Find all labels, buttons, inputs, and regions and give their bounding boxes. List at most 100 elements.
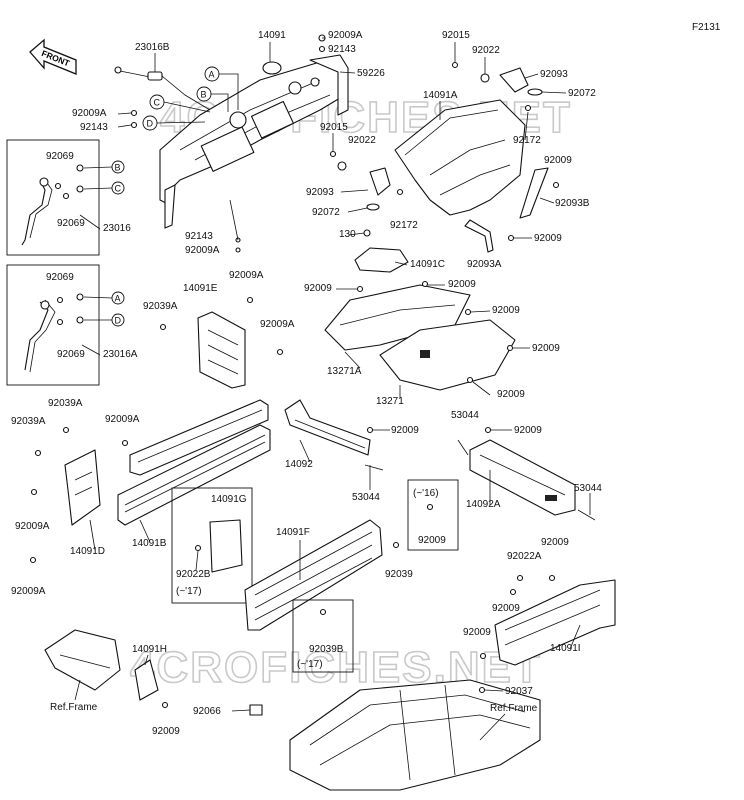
- label-92009-bl: 92009: [152, 726, 180, 737]
- label-92093: 92093: [540, 69, 568, 80]
- label-92037: 92037: [505, 686, 533, 697]
- label-92022-mid: 92022: [348, 135, 376, 146]
- label-92039A-2: 92039A: [48, 398, 83, 409]
- label-14091B: 14091B: [132, 538, 167, 549]
- label-ref-frame-right: Ref.Frame: [490, 703, 538, 714]
- label-13271: 13271: [376, 396, 404, 407]
- label-14092A: 14092A: [466, 499, 501, 510]
- label-92009-p3: 92009: [492, 305, 520, 316]
- label-92009-p1: 92009: [304, 283, 332, 294]
- bracket-14091D: [29, 426, 129, 564]
- label-92066: 92066: [193, 706, 221, 717]
- label-53044-right: 53044: [574, 483, 602, 494]
- label-59226: 59226: [357, 68, 385, 79]
- floor-plates-13271: [324, 229, 516, 391]
- labels: 23016B 14091 92009A 92143 59226 92015 92…: [11, 30, 602, 737]
- label-23016B: 23016B: [135, 42, 170, 53]
- label-92009-tr: 92009: [544, 155, 572, 166]
- figure-code: F2131: [692, 22, 721, 33]
- callout-c: C: [154, 98, 161, 108]
- label-92039: 92039: [385, 569, 413, 580]
- label-92009A-h: 92009A: [15, 521, 50, 532]
- label-92069-a: 92069: [46, 151, 74, 162]
- label-92009A-bot: 92009A: [185, 245, 220, 256]
- label-92009-r2: 92009: [534, 233, 562, 244]
- label-92009A-top: 92009A: [328, 30, 363, 41]
- label-92039A-1: 92039A: [143, 301, 178, 312]
- label-14091E: 14091E: [183, 283, 218, 294]
- label-92009-p4: 92009: [532, 343, 560, 354]
- inset-92039B: [292, 599, 354, 673]
- label-92009-q2: 92009: [514, 425, 542, 436]
- label-92009A-f: 92009A: [260, 319, 295, 330]
- label-14091F: 14091F: [276, 527, 310, 538]
- label-92072-mid: 92072: [312, 207, 340, 218]
- fasteners-top: [130, 34, 326, 253]
- label-92009-q1: 92009: [391, 425, 419, 436]
- label-92093A: 92093A: [467, 259, 502, 270]
- label-ref-frame-left: Ref.Frame: [50, 702, 98, 713]
- label-tilde-16: (~'16): [413, 488, 439, 499]
- callout-d: D: [147, 119, 154, 129]
- label-53044-mid: 53044: [352, 492, 380, 503]
- label-92069-c: 92069: [46, 272, 74, 283]
- label-92009-p2: 92009: [448, 279, 476, 290]
- label-92009-s1: 92009: [541, 537, 569, 548]
- label-92172-mid: 92172: [390, 220, 418, 231]
- callout-b-inset: B: [115, 163, 121, 173]
- tray-14091A: [329, 61, 560, 253]
- label-92022-top: 92022: [472, 45, 500, 56]
- label-14091: 14091: [258, 30, 286, 41]
- label-92009-p5: 92009: [497, 389, 525, 400]
- leader-lines: [74, 37, 591, 741]
- panel-14091F: [244, 519, 400, 631]
- label-92009-r3: 92009: [418, 535, 446, 546]
- inset-14091G: [171, 487, 253, 604]
- label-14092: 14092: [285, 459, 313, 470]
- label-14091G: 14091G: [211, 494, 247, 505]
- label-92022A: 92022A: [507, 551, 542, 562]
- label-92009A-i: 92009A: [11, 586, 46, 597]
- panel-14091E: [159, 296, 284, 389]
- label-92039A-3: 92039A: [11, 416, 46, 427]
- label-23016A: 23016A: [103, 349, 138, 360]
- panel-14091I: [479, 574, 616, 666]
- label-92069-b: 92069: [57, 218, 85, 229]
- label-14091H: 14091H: [132, 644, 167, 655]
- bar-14092A: [457, 426, 596, 521]
- label-92093-mid: 92093: [306, 187, 334, 198]
- label-92093B: 92093B: [555, 198, 590, 209]
- label-92009A-e: 92009A: [229, 270, 264, 281]
- label-14091I: 14091I: [550, 643, 581, 654]
- panel-14091: [159, 54, 349, 229]
- label-23016: 23016: [103, 223, 131, 234]
- front-arrow-icon: FRONT: [29, 38, 77, 75]
- label-92143-bot: 92143: [185, 231, 213, 242]
- label-14091D: 14091D: [70, 546, 105, 557]
- label-92039B: 92039B: [309, 644, 344, 655]
- callout-d-inset: D: [115, 316, 122, 326]
- label-92009-s3: 92009: [463, 627, 491, 638]
- label-92022B: 92022B: [176, 569, 211, 580]
- inset-16: [407, 479, 459, 551]
- inset-23016: B C: [6, 139, 125, 256]
- label-92143-top: 92143: [328, 44, 356, 55]
- label-14091A: 14091A: [423, 90, 458, 101]
- label-92009A-left: 92009A: [72, 108, 107, 119]
- callout-b: B: [201, 90, 207, 100]
- label-14091C: 14091C: [410, 259, 445, 270]
- label-92172-top: 92172: [513, 135, 541, 146]
- label-92069-d: 92069: [57, 349, 85, 360]
- label-tilde-17-a: (~'17): [176, 586, 202, 597]
- callouts-top: A B C D: [142, 66, 239, 131]
- frame-ref-left: [44, 629, 169, 709]
- rail-14091B: [117, 399, 271, 526]
- label-92072-top: 92072: [568, 88, 596, 99]
- label-92143-left: 92143: [80, 122, 108, 133]
- label-92009-s2: 92009: [492, 603, 520, 614]
- label-92009A-g: 92009A: [105, 414, 140, 425]
- label-53044-top: 53044: [451, 410, 479, 421]
- callout-a: A: [209, 70, 215, 80]
- label-92015-mid: 92015: [320, 122, 348, 133]
